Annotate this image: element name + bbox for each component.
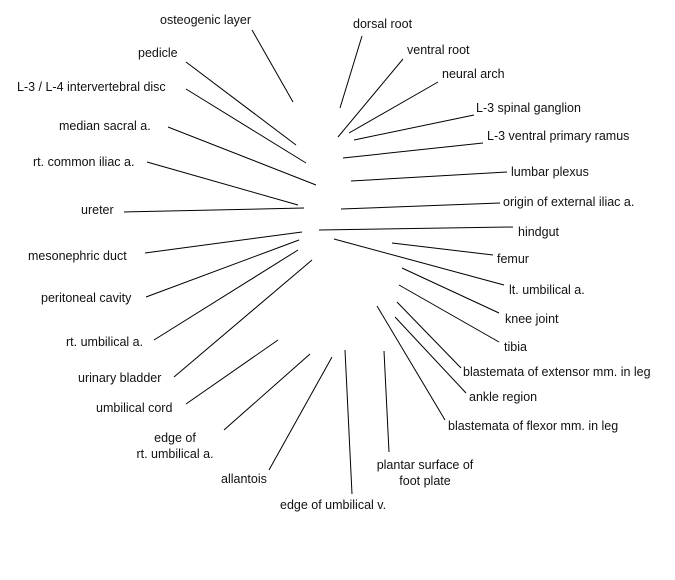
leader-allantois — [268, 356, 333, 471]
leader-ankle-region — [394, 316, 467, 394]
leader-blastemata-extensor — [396, 301, 462, 369]
label-dorsal-root: dorsal root — [353, 17, 413, 31]
leader-peritoneal-cavity — [145, 239, 300, 298]
label-plantar-surface-line1: plantar surface of — [376, 458, 474, 472]
label-pedicle: pedicle — [138, 46, 178, 60]
label-blastemata-flexor: blastemata of flexor mm. in leg — [448, 419, 619, 433]
label-intervertebral-disc: L-3 / L-4 intervertebral disc — [17, 80, 166, 94]
label-knee-joint: knee joint — [505, 312, 559, 326]
label-lumbar-plexus: lumbar plexus — [511, 165, 589, 179]
leader-osteogenic-layer — [251, 29, 294, 103]
leader-knee-joint — [401, 267, 500, 314]
label-lt-umbilical: lt. umbilical a. — [509, 283, 585, 297]
label-urinary-bladder: urinary bladder — [78, 371, 162, 385]
label-plantar-surface: plantar surface of foot plate — [360, 457, 490, 489]
label-femur: femur — [497, 252, 529, 266]
leader-ventral-primary-ramus — [342, 142, 484, 159]
label-rt-common-iliac: rt. common iliac a. — [33, 155, 135, 169]
leader-tibia — [398, 284, 500, 343]
label-spinal-ganglion: L-3 spinal ganglion — [476, 101, 581, 115]
label-ventral-primary-ramus: L-3 ventral primary ramus — [487, 129, 630, 143]
leader-lumbar-plexus — [350, 171, 508, 182]
label-hindgut: hindgut — [518, 225, 560, 239]
leader-origin-external-iliac — [340, 202, 501, 210]
leader-urinary-bladder — [173, 259, 313, 378]
label-allantois: allantois — [221, 472, 267, 486]
label-peritoneal-cavity: peritoneal cavity — [41, 291, 132, 305]
leader-median-sacral — [167, 126, 317, 186]
leader-edge-rt-umbilical — [223, 353, 311, 431]
label-umbilical-cord: umbilical cord — [96, 401, 173, 415]
label-ankle-region: ankle region — [469, 390, 538, 404]
leader-ureter — [123, 207, 305, 213]
leader-lt-umbilical — [333, 238, 505, 286]
leader-rt-umbilical — [153, 249, 299, 341]
label-tibia: tibia — [504, 340, 527, 354]
label-blastemata-extensor: blastemata of extensor mm. in leg — [463, 365, 651, 379]
leader-mesonephric-duct — [144, 231, 303, 254]
label-ventral-root: ventral root — [407, 43, 470, 57]
leader-hindgut — [318, 226, 514, 231]
label-edge-rt-umbilical: edge of rt. umbilical a. — [120, 430, 230, 462]
leader-plantar-surface — [383, 350, 390, 453]
leader-blastemata-flexor — [376, 305, 446, 421]
leader-neural-arch — [348, 81, 439, 134]
label-ureter: ureter — [81, 203, 114, 217]
label-osteogenic-layer: osteogenic layer — [160, 13, 252, 27]
leader-edge-umbilical-v — [344, 349, 353, 495]
leader-umbilical-cord — [185, 339, 279, 405]
label-plantar-surface-line2: foot plate — [399, 474, 451, 488]
leader-rt-common-iliac — [146, 161, 299, 206]
label-neural-arch: neural arch — [442, 67, 505, 81]
label-edge-rt-umbilical-line1: edge of — [154, 431, 196, 445]
leader-femur — [391, 242, 494, 256]
label-origin-external-iliac: origin of external iliac a. — [503, 195, 635, 209]
leader-ventral-root — [337, 58, 404, 138]
leader-spinal-ganglion — [353, 114, 475, 141]
label-edge-rt-umbilical-line2: rt. umbilical a. — [136, 447, 214, 461]
leader-pedicle — [185, 61, 297, 146]
label-rt-umbilical: rt. umbilical a. — [66, 335, 144, 349]
leader-intervertebral-disc — [185, 88, 307, 164]
label-median-sacral: median sacral a. — [59, 119, 151, 133]
label-edge-umbilical-v: edge of umbilical v. — [280, 498, 387, 512]
label-mesonephric-duct: mesonephric duct — [28, 249, 127, 263]
leader-dorsal-root — [339, 35, 363, 109]
